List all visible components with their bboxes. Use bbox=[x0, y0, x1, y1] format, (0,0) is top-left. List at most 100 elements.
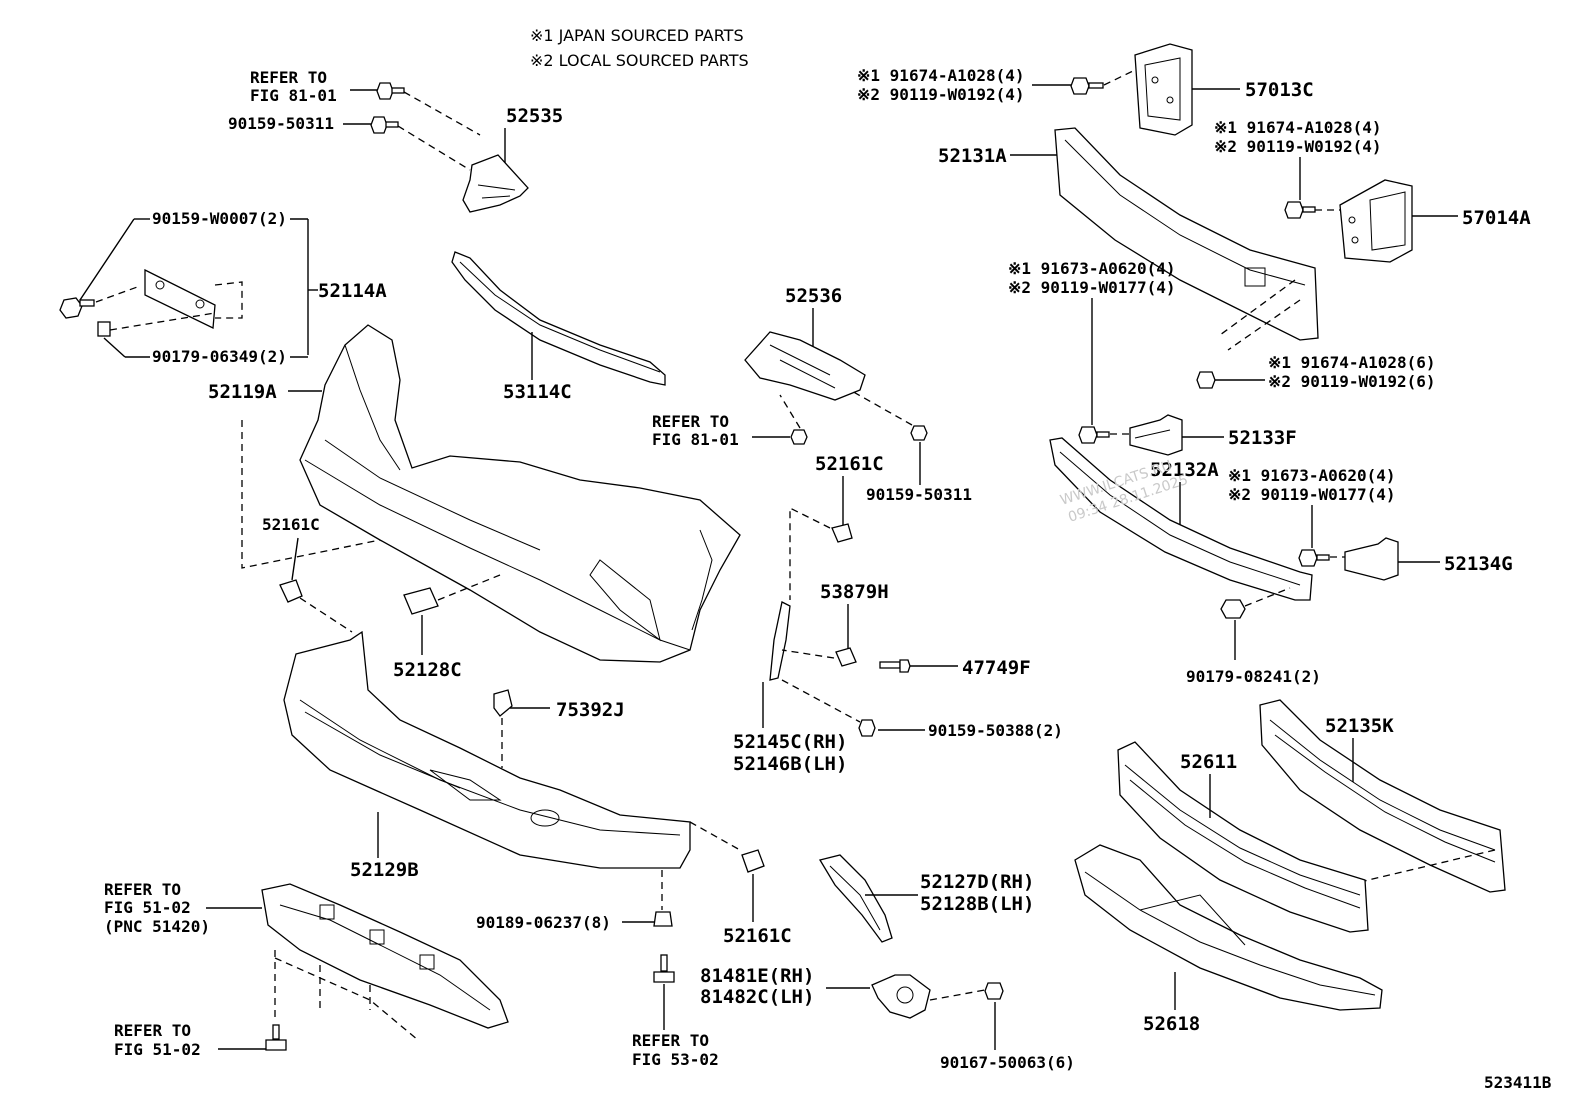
part-90159-50311-b[interactable]: 90159-50311 bbox=[866, 485, 972, 504]
retainer-52135k[interactable] bbox=[1259, 699, 1506, 893]
note2-90119-w0192-6[interactable]: ※2 90119-W0192(6) bbox=[1268, 372, 1436, 391]
refer-fig-51-02-a-line2[interactable]: FIG 51-02 bbox=[104, 898, 191, 917]
grille-strip-53114c[interactable] bbox=[451, 251, 666, 386]
part-52132a[interactable]: 52132A bbox=[1150, 459, 1219, 481]
bolt-icon[interactable] bbox=[265, 1024, 287, 1051]
part-52135k[interactable]: 52135K bbox=[1325, 715, 1394, 737]
part-52536[interactable]: 52536 bbox=[785, 285, 842, 307]
reinforcement-52131a[interactable] bbox=[1054, 127, 1319, 341]
bolt-icon[interactable] bbox=[653, 954, 675, 983]
bolt-icon[interactable] bbox=[790, 429, 808, 445]
part-52145c-rh[interactable]: 52145C(RH) bbox=[733, 731, 847, 753]
under-cover-51420[interactable] bbox=[261, 883, 509, 1029]
part-90159-w0007[interactable]: 90159-W0007(2) bbox=[152, 209, 287, 228]
retainer-52611[interactable] bbox=[1117, 741, 1369, 933]
part-52618[interactable]: 52618 bbox=[1143, 1013, 1200, 1035]
clip-icon[interactable] bbox=[279, 579, 303, 603]
bracket-57013c[interactable] bbox=[1134, 43, 1193, 136]
part-52161c-c[interactable]: 52161C bbox=[723, 925, 792, 947]
part-52131a[interactable]: 52131A bbox=[938, 145, 1007, 167]
lower-bumper-52129b[interactable] bbox=[283, 630, 691, 869]
part-52146b-lh[interactable]: 52146B(LH) bbox=[733, 753, 847, 775]
refer-fig-53-02-line2[interactable]: FIG 53-02 bbox=[632, 1050, 719, 1069]
part-52535[interactable]: 52535 bbox=[506, 105, 563, 127]
part-53114c[interactable]: 53114C bbox=[503, 381, 572, 403]
bracket-52134g[interactable] bbox=[1344, 537, 1399, 581]
note2-90119-w0192-4-a[interactable]: ※2 90119-W0192(4) bbox=[857, 85, 1025, 104]
note2-90119-w0177-4-a[interactable]: ※2 90119-W0177(4) bbox=[1008, 278, 1176, 297]
bracket-52535[interactable] bbox=[462, 154, 529, 213]
bolt-icon[interactable] bbox=[984, 982, 1004, 1000]
clip-icon[interactable] bbox=[653, 911, 673, 927]
bolt-icon[interactable] bbox=[858, 719, 876, 737]
part-47749f[interactable]: 47749F bbox=[962, 657, 1031, 679]
clip-icon[interactable] bbox=[831, 523, 853, 543]
part-90159-50311-a[interactable]: 90159-50311 bbox=[228, 114, 334, 133]
part-52128c[interactable]: 52128C bbox=[393, 659, 462, 681]
bolt-icon[interactable] bbox=[1196, 371, 1216, 389]
refer-fig-51-02-a-line1[interactable]: REFER TO bbox=[104, 880, 181, 899]
part-52134g[interactable]: 52134G bbox=[1444, 553, 1513, 575]
refer-fig-81-01-b-line2[interactable]: FIG 81-01 bbox=[652, 430, 739, 449]
refer-fig-51-02-b-line1[interactable]: REFER TO bbox=[114, 1021, 191, 1040]
note1-91674-a1028-6[interactable]: ※1 91674-A1028(6) bbox=[1268, 353, 1436, 372]
bracket-52145c[interactable] bbox=[769, 601, 791, 681]
part-52129b[interactable]: 52129B bbox=[350, 859, 419, 881]
part-52161c-a[interactable]: 52161C bbox=[262, 515, 320, 534]
part-81481e-rh[interactable]: 81481E(RH) bbox=[700, 965, 814, 987]
bolt-icon[interactable] bbox=[910, 425, 928, 441]
part-75392j[interactable]: 75392J bbox=[556, 699, 625, 721]
part-90179-06349[interactable]: 90179-06349(2) bbox=[152, 347, 287, 366]
part-52128b-lh[interactable]: 52128B(LH) bbox=[920, 893, 1034, 915]
nut-icon[interactable] bbox=[1220, 599, 1246, 619]
nut-icon[interactable] bbox=[97, 321, 111, 337]
note1-91674-a1028-4-b[interactable]: ※1 91674-A1028(4) bbox=[1214, 118, 1382, 137]
refer-fig-81-01-b-line1[interactable]: REFER TO bbox=[652, 412, 729, 431]
bolt-icon[interactable] bbox=[1284, 201, 1316, 219]
bolt-icon[interactable] bbox=[1070, 77, 1104, 95]
part-52611[interactable]: 52611 bbox=[1180, 751, 1237, 773]
note1-91674-a1028-4-a[interactable]: ※1 91674-A1028(4) bbox=[857, 66, 1025, 85]
cover-52128c[interactable] bbox=[403, 587, 439, 615]
part-52127d-rh[interactable]: 52127D(RH) bbox=[920, 871, 1034, 893]
note2-90119-w0177-4-b[interactable]: ※2 90119-W0177(4) bbox=[1228, 485, 1396, 504]
refer-fig-81-01-a-line1[interactable]: REFER TO bbox=[250, 68, 327, 87]
part-52133f[interactable]: 52133F bbox=[1228, 427, 1297, 449]
part-90159-50388[interactable]: 90159-50388(2) bbox=[928, 721, 1063, 740]
license-plate-bracket[interactable] bbox=[144, 268, 216, 329]
clip-icon[interactable] bbox=[493, 689, 513, 717]
refer-fig-51-02-a-line3[interactable]: (PNC 51420) bbox=[104, 917, 210, 936]
refer-fig-81-01-a-line2[interactable]: FIG 81-01 bbox=[250, 86, 337, 105]
bolt-icon[interactable] bbox=[376, 82, 405, 100]
bolt-icon[interactable] bbox=[59, 297, 95, 319]
part-81482c-lh[interactable]: 81482C(LH) bbox=[700, 986, 814, 1008]
note1-91673-a0620-4-b[interactable]: ※1 91673-A0620(4) bbox=[1228, 466, 1396, 485]
note1-91673-a0620-4-a[interactable]: ※1 91673-A0620(4) bbox=[1008, 259, 1176, 278]
bracket-52536[interactable] bbox=[744, 331, 866, 401]
part-57014a[interactable]: 57014A bbox=[1462, 207, 1531, 229]
part-53879h[interactable]: 53879H bbox=[820, 581, 889, 603]
part-52161c-b[interactable]: 52161C bbox=[815, 453, 884, 475]
part-90189-06237[interactable]: 90189-06237(8) bbox=[476, 913, 611, 932]
refer-fig-53-02-line1[interactable]: REFER TO bbox=[632, 1031, 709, 1050]
part-90167-50063[interactable]: 90167-50063(6) bbox=[940, 1053, 1075, 1072]
garnish-52127d[interactable] bbox=[818, 854, 893, 943]
bracket-52133f[interactable] bbox=[1129, 414, 1183, 456]
clip-icon[interactable] bbox=[741, 849, 765, 873]
part-90179-08241[interactable]: 90179-08241(2) bbox=[1186, 667, 1321, 686]
bolt-icon[interactable] bbox=[1298, 549, 1330, 567]
refer-fig-51-02-b-line2[interactable]: FIG 51-02 bbox=[114, 1040, 201, 1059]
absorber-52132a[interactable] bbox=[1049, 437, 1313, 601]
bolt-icon[interactable] bbox=[879, 659, 911, 673]
bumper-cover-52119a[interactable] bbox=[299, 324, 741, 663]
bolt-icon[interactable] bbox=[1078, 426, 1110, 444]
part-52114a[interactable]: 52114A bbox=[318, 280, 387, 302]
fog-lamp-bracket[interactable] bbox=[871, 974, 931, 1019]
bolt-icon[interactable] bbox=[370, 116, 399, 134]
absorber-52618[interactable] bbox=[1074, 844, 1383, 1011]
nut-icon[interactable] bbox=[835, 647, 857, 667]
part-52119a[interactable]: 52119A bbox=[208, 381, 277, 403]
note2-90119-w0192-4-b[interactable]: ※2 90119-W0192(4) bbox=[1214, 137, 1382, 156]
bracket-57014a[interactable] bbox=[1339, 179, 1413, 263]
part-57013c[interactable]: 57013C bbox=[1245, 79, 1314, 101]
